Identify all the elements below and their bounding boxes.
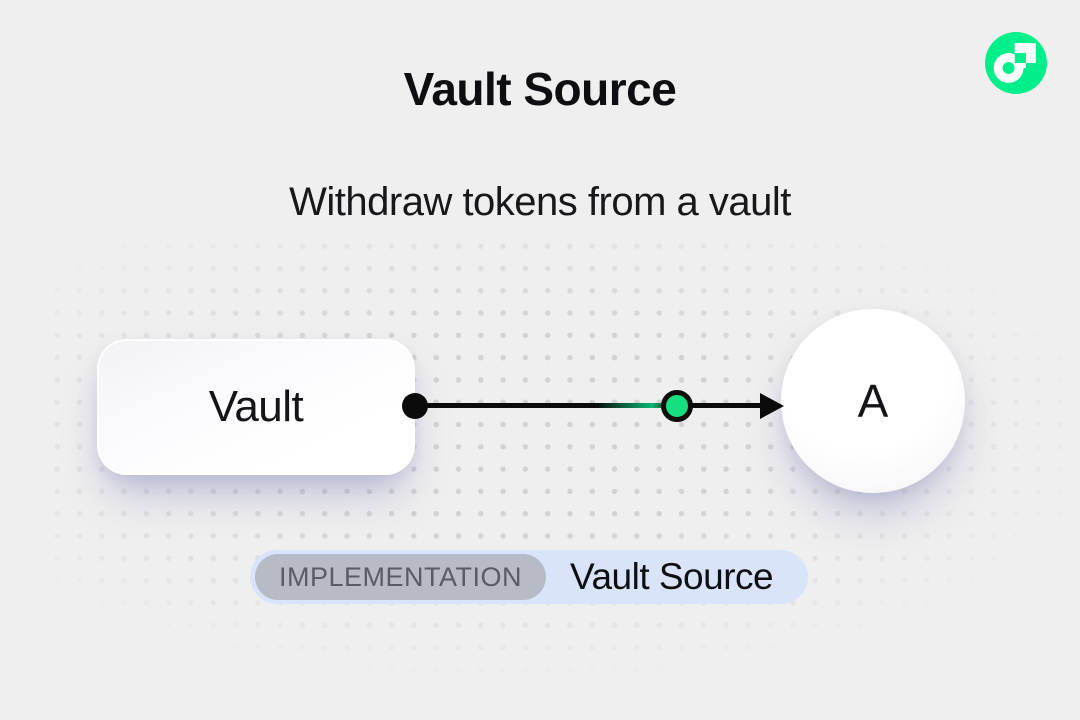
edge-line xyxy=(415,403,764,408)
target-node-label: A xyxy=(857,375,889,427)
edge-green-dot-icon xyxy=(661,390,693,422)
source-node-label: Vault xyxy=(208,382,304,431)
flow-logo-icon xyxy=(985,32,1047,94)
implementation-badge: IMPLEMENTATION Vault Source xyxy=(250,550,808,604)
target-node-a: A xyxy=(781,309,965,493)
source-node-vault: Vault xyxy=(97,339,415,475)
badge-value-label: Vault Source xyxy=(570,556,774,597)
badge-kind-pill: IMPLEMENTATION xyxy=(255,554,547,600)
page-title: Vault Source xyxy=(403,63,677,115)
edge-start-dot-icon xyxy=(402,393,428,419)
edge-arrowhead-icon xyxy=(760,393,784,419)
page-subtitle: Withdraw tokens from a vault xyxy=(289,180,791,224)
